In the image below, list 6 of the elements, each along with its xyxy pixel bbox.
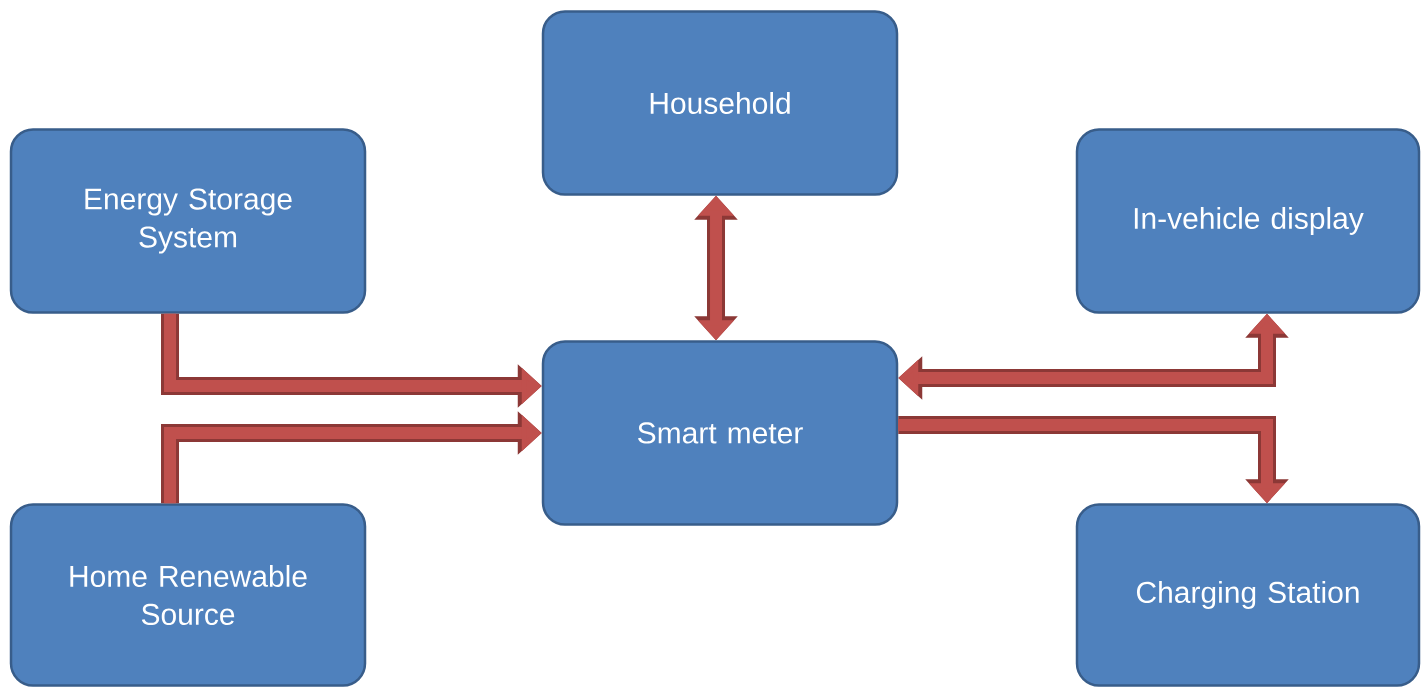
process-box: In-vehicle display [1075, 128, 1421, 314]
process-box: Smart meter [541, 340, 899, 526]
process-box: Energy Storage System [9, 128, 367, 314]
process-box: Household [541, 10, 899, 196]
process-box: Home Renewable Source [9, 503, 367, 687]
process-box: Charging Station [1075, 503, 1421, 687]
